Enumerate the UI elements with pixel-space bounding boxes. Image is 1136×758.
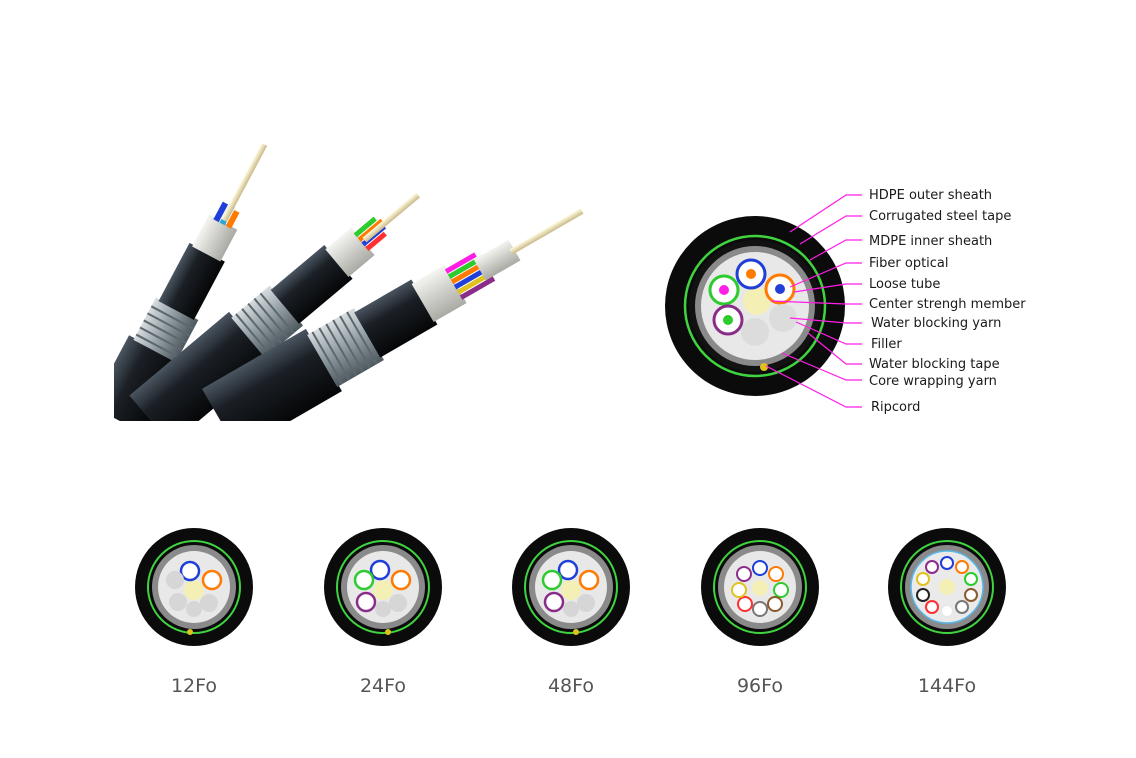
variant-label-48fo: 48Fo bbox=[548, 675, 594, 697]
callout-mdpe-inner-sheath: MDPE inner sheath bbox=[869, 234, 992, 249]
callout-core-wrapping-yarn: Core wrapping yarn bbox=[869, 374, 997, 389]
callout-water-blocking-yarn: Water blocking yarn bbox=[871, 316, 1001, 331]
callout-fiber-optical: Fiber optical bbox=[869, 256, 949, 271]
variant-label-144fo: 144Fo bbox=[918, 675, 976, 697]
variant-label-12fo: 12Fo bbox=[171, 675, 217, 697]
callout-corrugated-steel-tape: Corrugated steel tape bbox=[869, 209, 1011, 224]
callout-lines bbox=[765, 194, 862, 408]
variant-12fo-cross-section bbox=[135, 528, 253, 646]
variant-label-96fo: 96Fo bbox=[737, 675, 783, 697]
callout-labels: HDPE outer sheath Corrugated steel tape … bbox=[869, 188, 1026, 415]
cable-illustration-3 bbox=[202, 208, 584, 452]
cable-photos bbox=[0, 100, 584, 452]
variant-label-24fo: 24Fo bbox=[360, 675, 406, 697]
variant-144fo-cross-section bbox=[888, 528, 1006, 646]
variant-24fo-cross-section bbox=[324, 528, 442, 646]
variant-96fo-cross-section bbox=[701, 528, 819, 646]
callout-center-strength-member: Center strengh member bbox=[869, 297, 1026, 312]
cable-illustration-2 bbox=[129, 192, 421, 445]
main-cross-section bbox=[665, 216, 845, 396]
callout-loose-tube: Loose tube bbox=[869, 277, 940, 292]
variant-labels: 12Fo 24Fo 48Fo 96Fo 144Fo bbox=[171, 675, 976, 697]
variant-48fo-cross-section bbox=[512, 528, 630, 646]
callout-hdpe-outer-sheath: HDPE outer sheath bbox=[869, 188, 992, 203]
callout-filler: Filler bbox=[871, 337, 902, 352]
callout-water-blocking-tape: Water blocking tape bbox=[869, 357, 1000, 372]
callout-ripcord: Ripcord bbox=[871, 400, 920, 415]
cable-illustration-1 bbox=[91, 143, 268, 435]
